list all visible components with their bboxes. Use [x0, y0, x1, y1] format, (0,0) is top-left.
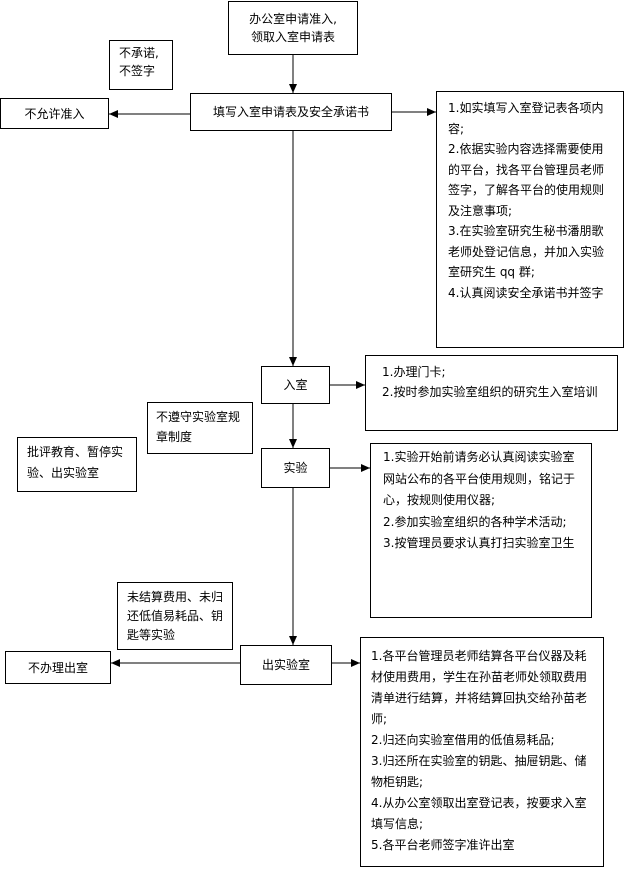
violation-box: 不遵守实验室规章制度: [147, 402, 253, 454]
punish-label: 批评教育、暂停实验、出实验室: [27, 445, 124, 480]
no-promise-line-1: 不承诺,: [119, 46, 159, 60]
punish-box: 批评教育、暂停实验、出实验室: [17, 437, 137, 492]
fill-note-1: 1.如实填写入室登记表各项内容;: [448, 101, 604, 136]
fill-form-label: 填写入室申请表及安全承诺书: [212, 105, 369, 119]
enter-note-1: 1.办理门卡;: [382, 365, 446, 379]
enter-note-2: 2.按时参加实验室组织的研究生入室培训: [382, 385, 598, 399]
no-exit-label: 不办理出室: [27, 660, 88, 675]
deny-entry-label: 不允许准入: [24, 106, 85, 121]
fill-note-2: 2.依据实验内容选择需要使用的平台，找各平台管理员老师签字，了解各平台的使用规则…: [448, 142, 605, 218]
exit-box: 出实验室: [240, 645, 332, 685]
unsettled-box: 未结算费用、未归还低值易耗品、钥匙等实验: [117, 582, 233, 650]
no-promise-line-2: 不签字: [119, 64, 156, 78]
exit-label: 出实验室: [261, 658, 310, 672]
fill-notes-box: 1.如实填写入室登记表各项内容; 2.依据实验内容选择需要使用的平台，找各平台管…: [436, 91, 624, 348]
no-exit-box: 不办理出室: [5, 651, 111, 684]
enter-label: 入室: [283, 378, 308, 392]
fill-note-4: 4.认真阅读安全承诺书并签字: [448, 285, 604, 300]
experiment-box: 实验: [261, 448, 330, 488]
apply-line-2: 领取入室申请表: [250, 30, 335, 44]
exit-note-5: 5.各平台老师签字准许出室: [371, 838, 515, 852]
enter-box: 入室: [261, 366, 330, 404]
apply-line-1: 办公室申请准入,: [249, 12, 337, 26]
no-promise-box: 不承诺, 不签字: [109, 40, 173, 90]
exit-note-4: 4.从办公室领取出室登记表，按要求入室填写信息;: [371, 796, 587, 831]
fill-form-box: 填写入室申请表及安全承诺书: [190, 93, 392, 131]
deny-entry-box: 不允许准入: [0, 98, 109, 129]
unsettled-label: 未结算费用、未归还低值易耗品、钥匙等实验: [127, 590, 224, 642]
experiment-note-1: 1.实验开始前请务必认真阅读实验室网站公布的各平台使用规则，铭记于心，按规则使用…: [383, 450, 576, 507]
exit-note-3: 3.归还所在实验室的钥匙、抽屉钥匙、储物柜钥匙;: [371, 754, 587, 789]
apply-box: 办公室申请准入, 领取入室申请表: [228, 1, 358, 55]
enter-notes-box: 1.办理门卡; 2.按时参加实验室组织的研究生入室培训: [365, 355, 618, 431]
experiment-note-3: 3.按管理员要求认真打扫实验室卫生: [383, 536, 575, 550]
violation-label: 不遵守实验室规章制度: [156, 410, 241, 444]
fill-note-3: 3.在实验室研究生秘书潘朋歌老师处登记信息，并加入实验室研究生 qq 群;: [448, 224, 605, 279]
exit-note-1: 1.各平台管理员老师结算各平台仪器及耗材使用费用，学生在孙苗老师处领取费用清单进…: [371, 649, 588, 726]
exit-notes-box: 1.各平台管理员老师结算各平台仪器及耗材使用费用，学生在孙苗老师处领取费用清单进…: [360, 637, 604, 867]
experiment-notes-box: 1.实验开始前请务必认真阅读实验室网站公布的各平台使用规则，铭记于心，按规则使用…: [370, 443, 592, 618]
experiment-label: 实验: [283, 461, 308, 475]
experiment-note-2: 2.参加实验室组织的各种学术活动;: [383, 514, 567, 529]
exit-note-2: 2.归还向实验室借用的低值易耗品;: [371, 733, 555, 747]
